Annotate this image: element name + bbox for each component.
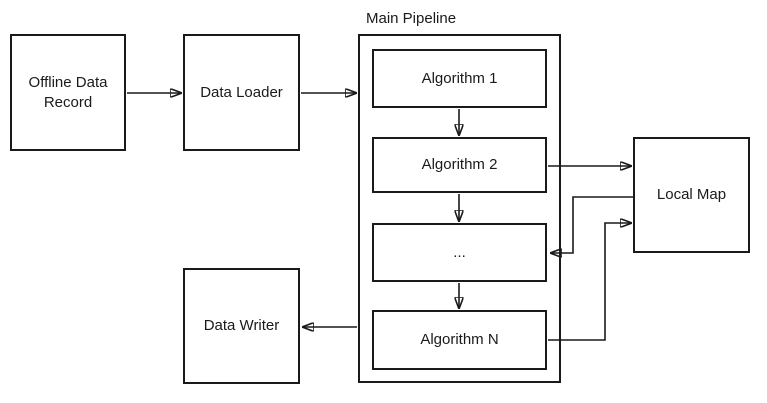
arrow-localmap-to-ellipsis — [551, 196, 633, 253]
node-data-loader: Data Loader — [183, 34, 300, 151]
node-local-map: Local Map — [633, 137, 750, 253]
group-main-pipeline-title: Main Pipeline — [366, 10, 457, 27]
node-algorithm-2: Algorithm 2 — [372, 137, 547, 193]
node-algorithm-1: Algorithm 1 — [372, 49, 547, 108]
node-ellipsis: ... — [372, 223, 547, 282]
node-algorithm-n: Algorithm N — [372, 310, 547, 370]
node-data-writer: Data Writer — [183, 268, 300, 384]
node-offline-data-record: Offline Data Record — [10, 34, 126, 151]
